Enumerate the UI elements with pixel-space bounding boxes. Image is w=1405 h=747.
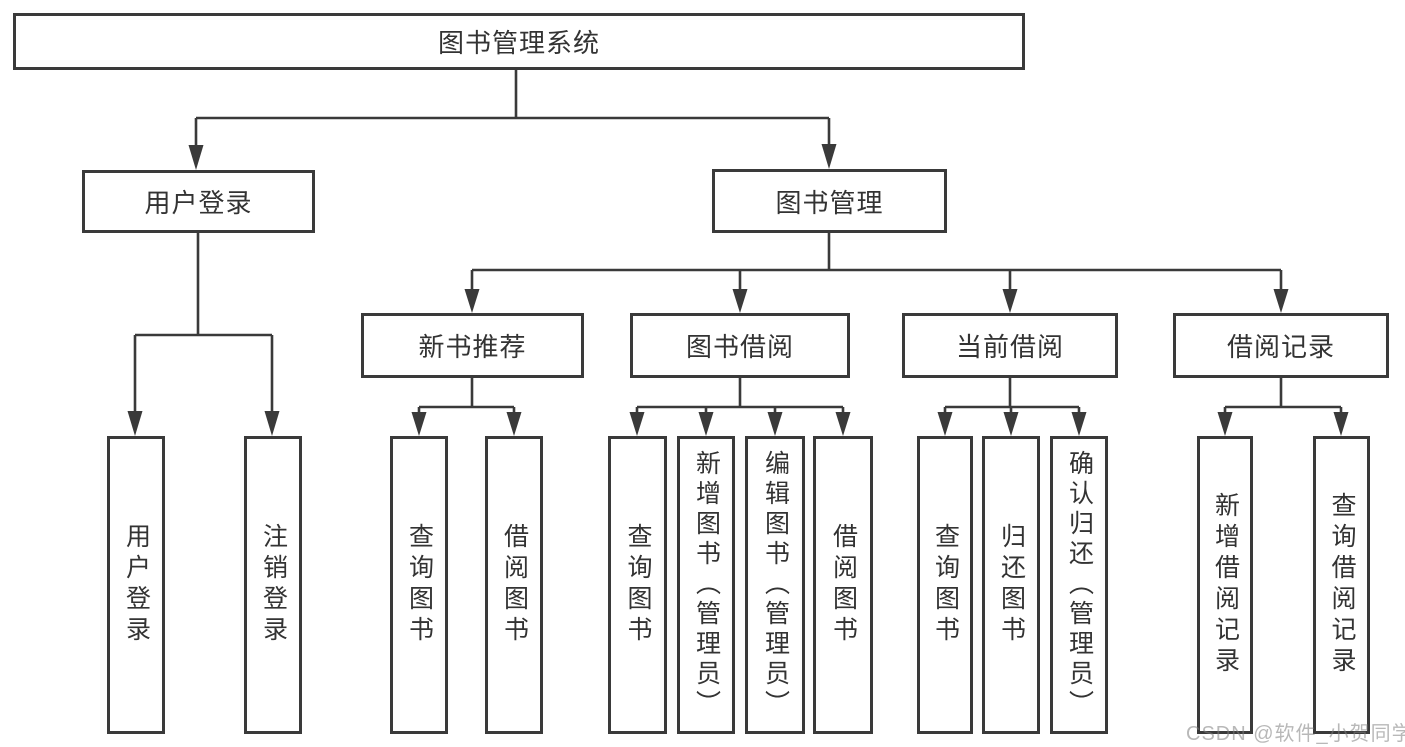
leaf-user-login: 用户登录 bbox=[107, 436, 165, 734]
node-book-borrowing: 图书借阅 bbox=[630, 313, 850, 378]
leaf-logout-label: 注销登录 bbox=[259, 523, 288, 647]
node-current-borrowing: 当前借阅 bbox=[902, 313, 1118, 378]
leaf-query-books-current: 查询图书 bbox=[917, 436, 973, 734]
leaf-edit-book-admin: 编辑图书（管理员） bbox=[745, 436, 805, 734]
leaf-return-books: 归还图书 bbox=[982, 436, 1040, 734]
arrowheads bbox=[127, 144, 1349, 436]
leaf-label: 查询图书 bbox=[624, 523, 652, 647]
leaf-user-login-label: 用户登录 bbox=[122, 523, 151, 647]
leaf-borrow-books-recommend: 借阅图书 bbox=[485, 436, 543, 734]
leaf-borrow-books-borrowing: 借阅图书 bbox=[813, 436, 873, 734]
leaf-label: 新增图书（管理员） bbox=[692, 450, 721, 720]
node-new-book-recommendation: 新书推荐 bbox=[361, 313, 584, 378]
leaf-query-books-recommend: 查询图书 bbox=[390, 436, 448, 734]
leaf-confirm-return-admin: 确认归还（管理员） bbox=[1050, 436, 1108, 734]
leaf-label: 查询图书 bbox=[405, 523, 434, 647]
leaf-logout: 注销登录 bbox=[244, 436, 302, 734]
node-borrowing-records: 借阅记录 bbox=[1173, 313, 1389, 378]
leaf-label: 查询图书 bbox=[931, 523, 960, 647]
node-book-management: 图书管理 bbox=[712, 169, 947, 233]
leaf-label: 编辑图书（管理员） bbox=[761, 450, 790, 720]
leaf-add-borrow-record: 新增借阅记录 bbox=[1197, 436, 1253, 734]
leaf-query-borrow-record: 查询借阅记录 bbox=[1313, 436, 1370, 734]
leaf-label: 查询借阅记录 bbox=[1328, 492, 1356, 678]
leaf-label: 借阅图书 bbox=[500, 523, 529, 647]
leaf-label: 新增借阅记录 bbox=[1211, 492, 1240, 678]
leaf-add-book-admin: 新增图书（管理员） bbox=[677, 436, 735, 734]
leaf-query-books-borrowing: 查询图书 bbox=[608, 436, 667, 734]
leaf-label: 归还图书 bbox=[997, 523, 1026, 647]
leaf-label: 借阅图书 bbox=[829, 523, 858, 647]
node-library-management-system: 图书管理系统 bbox=[13, 13, 1025, 70]
leaf-label: 确认归还（管理员） bbox=[1065, 450, 1094, 720]
watermark: CSDN @软件_小贺同学 bbox=[1186, 723, 1405, 745]
node-user-login: 用户登录 bbox=[82, 170, 315, 233]
